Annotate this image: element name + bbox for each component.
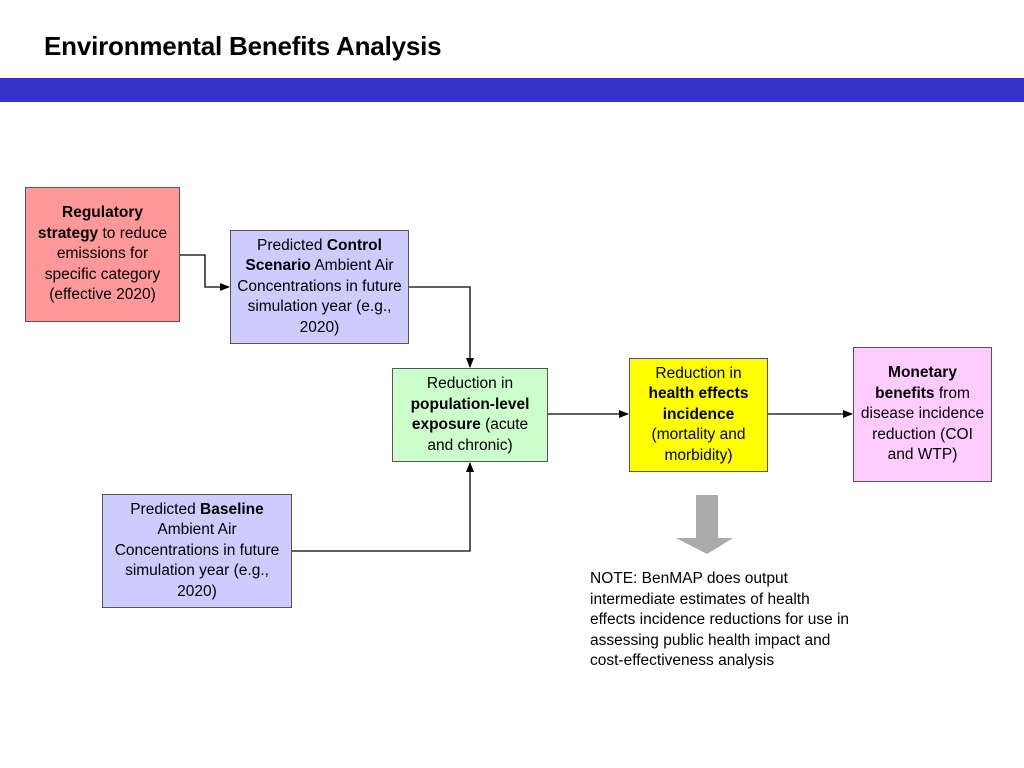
regulatory-strategy-box: Regulatory strategy to reduce emissions … bbox=[25, 187, 180, 322]
exposure-text: (acute and chronic) bbox=[427, 416, 529, 454]
health-effects-box: Reduction in health effects incidence (m… bbox=[629, 358, 768, 472]
arrow-control-to-exposure bbox=[409, 286, 474, 368]
exposure-pre: Reduction in bbox=[426, 375, 514, 392]
baseline-box: Predicted Baseline Ambient Air Concentra… bbox=[102, 494, 292, 608]
control-scenario-pre: Predicted bbox=[257, 236, 327, 254]
down-arrow-icon bbox=[676, 495, 733, 554]
health-pre: Reduction in bbox=[655, 364, 742, 382]
health-text: (mortality and morbidity) bbox=[651, 426, 746, 464]
title-accent-bar bbox=[0, 78, 1024, 102]
baseline-text: Ambient Air Concentrations in future sim… bbox=[114, 521, 280, 600]
exposure-reduction-box: Reduction in population-level exposure (… bbox=[392, 368, 548, 462]
regulatory-strategy-text: to reduce emissions for specific categor… bbox=[44, 224, 168, 304]
arrow-regulatory-to-control bbox=[180, 254, 230, 291]
baseline-pre: Predicted bbox=[130, 500, 201, 518]
health-bold: health effects incidence bbox=[648, 385, 749, 423]
control-scenario-text: Ambient Air Concentrations in future sim… bbox=[237, 257, 402, 336]
regulatory-strategy-bold: Regulatory strategy bbox=[37, 204, 143, 242]
exposure-bold: population-level exposure bbox=[410, 395, 530, 434]
control-scenario-box: Predicted Control Scenario Ambient Air C… bbox=[230, 230, 409, 344]
monetary-bold: Monetary benefits bbox=[875, 364, 957, 402]
benmap-note: NOTE: BenMAP does output intermediate es… bbox=[590, 570, 850, 670]
page-title: Environmental Benefits Analysis bbox=[44, 31, 442, 61]
monetary-text: from disease incidence reduction (COI an… bbox=[860, 384, 985, 464]
arrow-baseline-to-exposure bbox=[292, 462, 474, 552]
monetary-benefits-box: Monetary benefits from disease incidence… bbox=[853, 347, 992, 482]
baseline-bold: Baseline bbox=[200, 500, 264, 518]
control-scenario-bold: Control Scenario bbox=[245, 236, 382, 275]
